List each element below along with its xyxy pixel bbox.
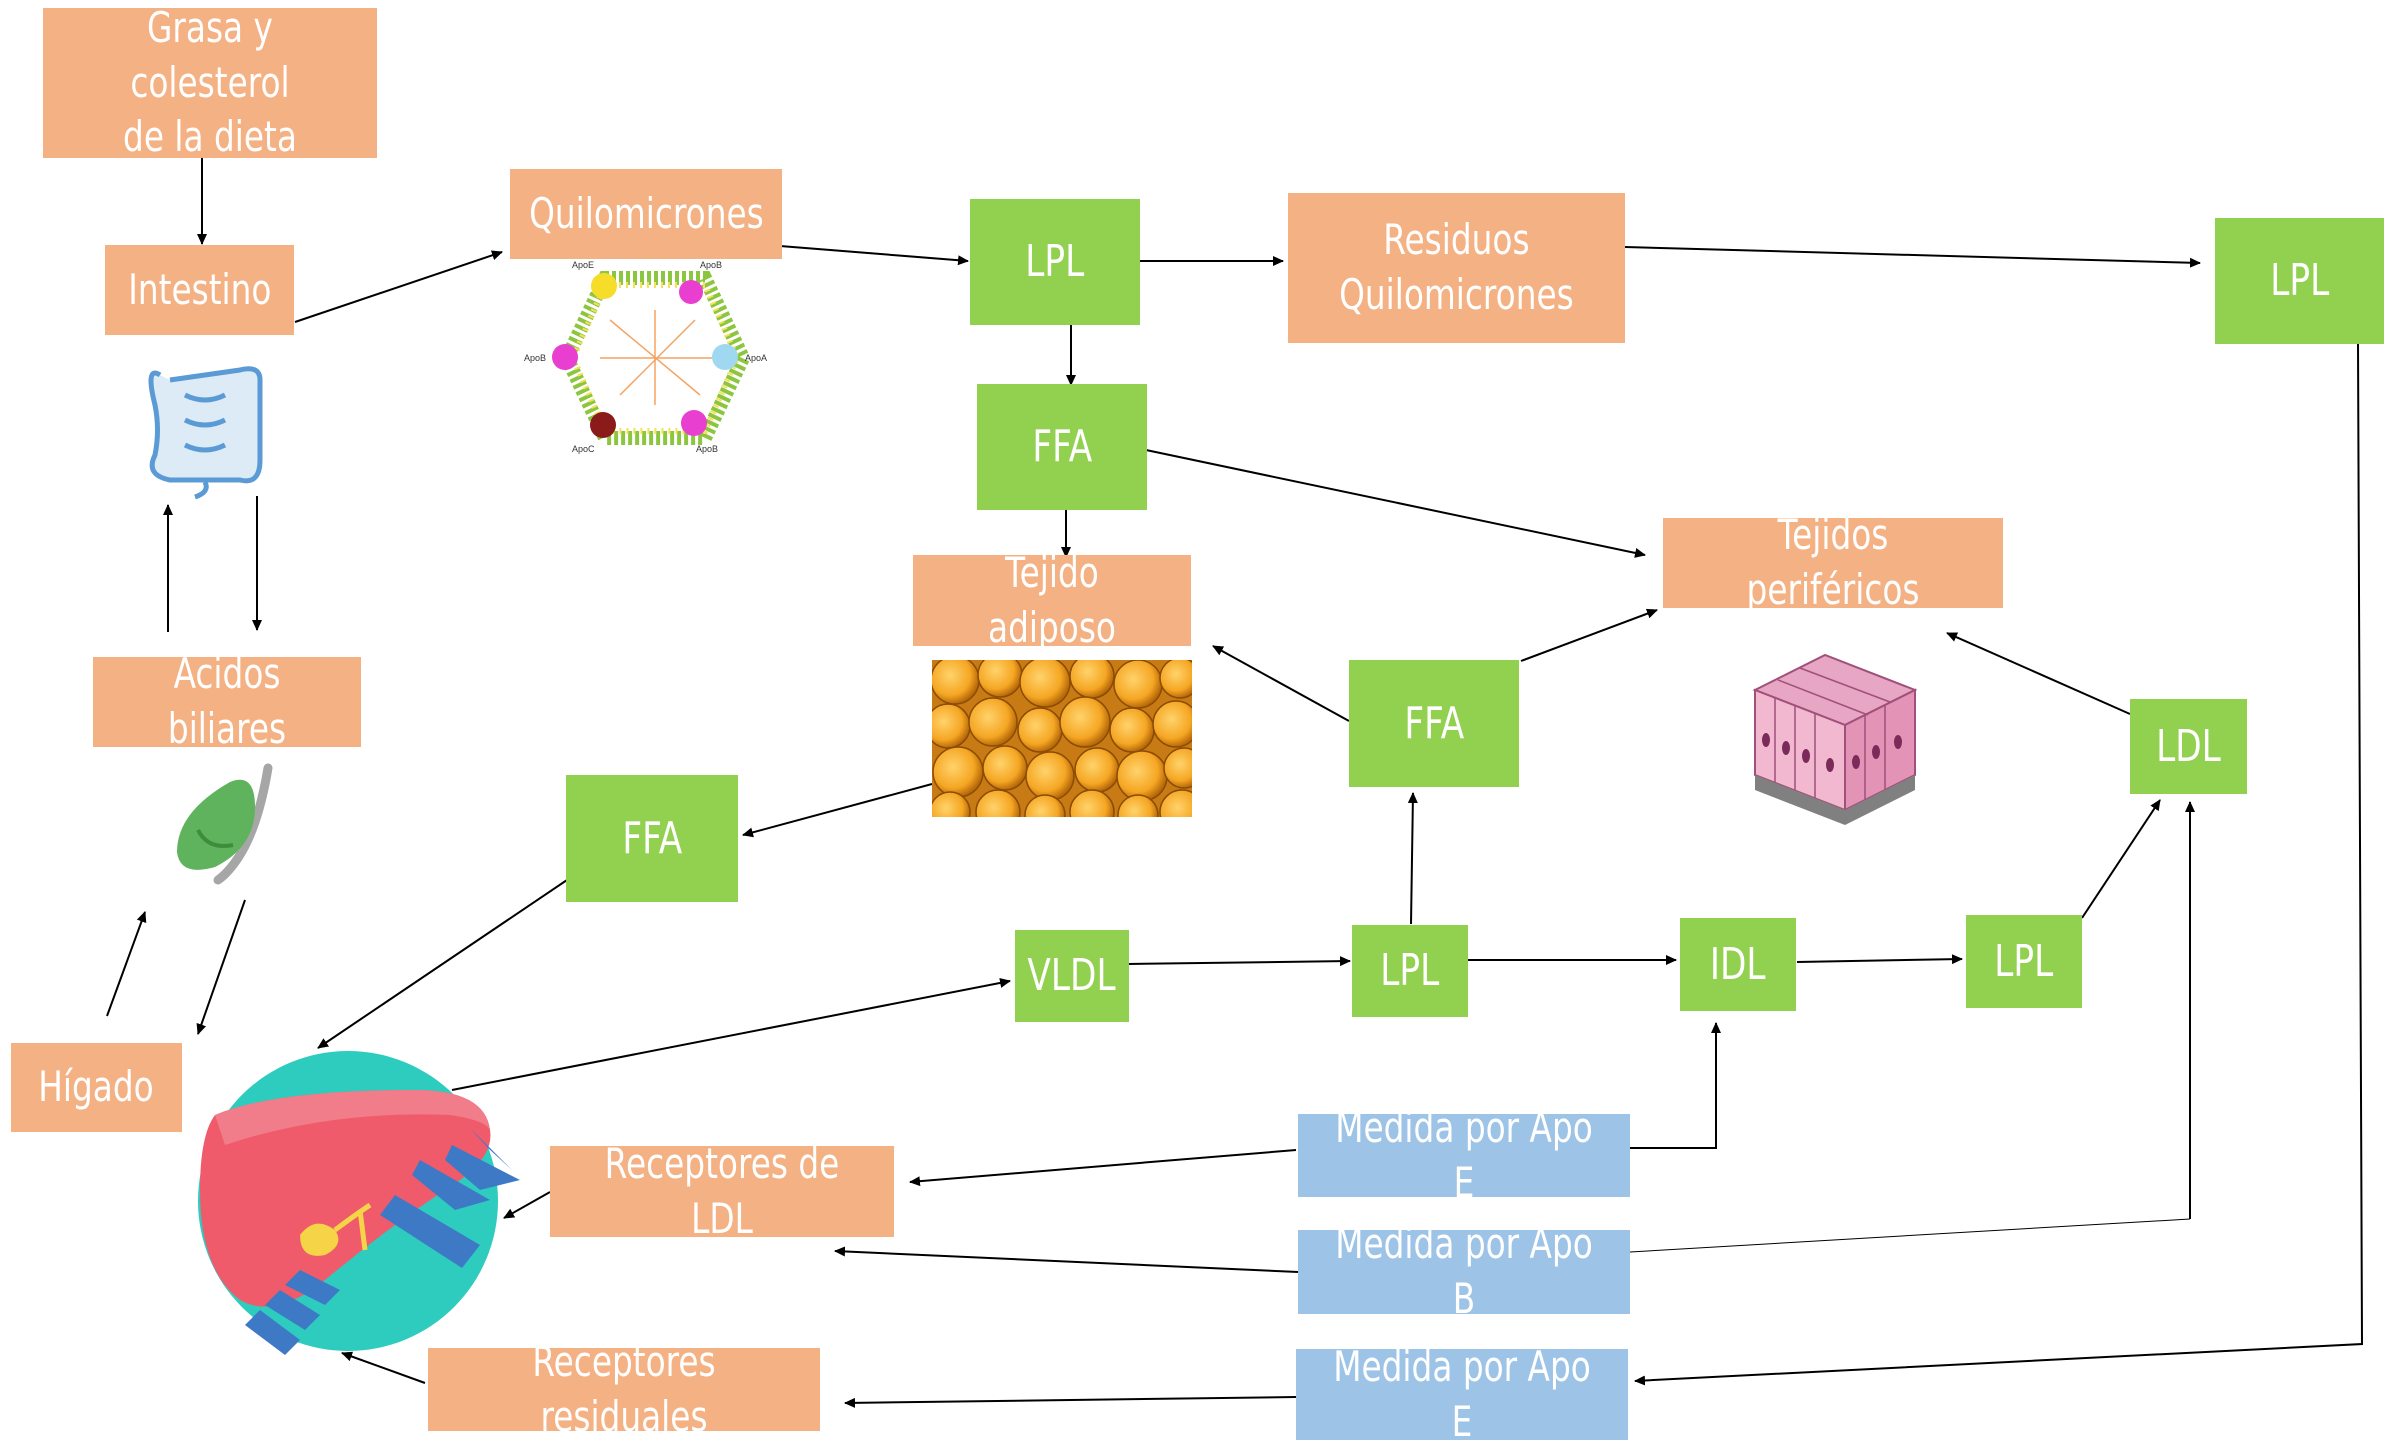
node-label: Receptores residuales <box>532 1336 716 1441</box>
arrow-intestino-quilomicrones <box>294 250 503 323</box>
node-lpl-1: LPL <box>970 199 1140 325</box>
node-label: LDL <box>2156 720 2221 772</box>
node-tejidos-perifericos: Tejidos periféricos <box>1663 510 2003 614</box>
liver-icon <box>198 1051 520 1355</box>
chylomicron-label: ApoB <box>524 353 546 363</box>
node-tejido-adiposo: Tejido adiposo <box>913 548 1191 652</box>
node-label: IDL <box>1710 938 1766 990</box>
arrow-higado-vldl <box>451 978 1011 1091</box>
node-receptores-residuales: Receptores residuales <box>428 1337 820 1441</box>
node-medida-apoe-1: Medida por Apo E <box>1298 1103 1630 1207</box>
node-ldl: LDL <box>2130 699 2247 794</box>
node-label: FFA <box>1404 697 1464 749</box>
node-acidos-biliares: Ácidos biliares <box>93 649 361 753</box>
intestine-icon <box>148 366 263 500</box>
arrow-ffa-higado <box>317 879 568 1049</box>
chylomicron-label: ApoB <box>696 444 718 454</box>
node-ffa-1: FFA <box>977 384 1147 510</box>
node-idl: IDL <box>1680 918 1796 1011</box>
arrow-quilomicrones-lpl <box>779 245 969 266</box>
node-lpl-4: LPL <box>1966 915 2082 1008</box>
node-ffa-2: FFA <box>566 775 738 902</box>
arrow-receptores-residuales-higado <box>341 1351 426 1384</box>
node-quilomicrones: Quilomicrones <box>510 169 782 259</box>
arrow-apob-ldl <box>1629 1218 2191 1253</box>
node-label: Receptores de LDL <box>604 1138 840 1243</box>
arrow-ffa-tejidos-perifericos <box>1145 449 1646 558</box>
node-label: LPL <box>1380 945 1440 997</box>
arrow-apoe-receptores-ldl <box>909 1149 1297 1187</box>
node-label: Grasa y colesterol de la dieta <box>123 3 297 162</box>
node-label: Ácidos biliares <box>167 649 287 753</box>
arrow-apoe-idl <box>1630 1022 1721 1149</box>
arrow-apoe-receptores-residuales <box>844 1396 1297 1408</box>
arrow-vldl-lpl3 <box>1127 956 1351 967</box>
node-label: Medida por Apo E <box>1333 1341 1591 1446</box>
arrow-idl-lpl4 <box>1796 954 1963 965</box>
arrow-higado-vesicula <box>106 911 147 1017</box>
node-medida-apob: Medida por Apo B <box>1298 1219 1630 1323</box>
node-ffa-3: FFA <box>1349 660 1519 787</box>
chylomicron-label: ApoE <box>572 260 594 270</box>
node-label: VLDL <box>1027 950 1117 1002</box>
arrow-ffa-tejido-adiposo-2 <box>1212 645 1350 722</box>
node-label: FFA <box>622 812 682 864</box>
arrow-residuos-lpl2 <box>1624 246 2201 268</box>
node-receptores-ldl: Receptores de LDL <box>550 1139 894 1243</box>
arrow-adiposo-ffa <box>742 783 933 838</box>
chylomicron-icon: ApoE ApoB ApoA ApoB ApoC ApoB <box>524 260 767 454</box>
arrow-lpl3-ffa <box>1407 792 1418 925</box>
arrow-vesicula-higado <box>196 899 246 1035</box>
node-medida-apoe-2: Medida por Apo E <box>1296 1342 1628 1446</box>
node-label: LPL <box>1994 935 2054 987</box>
adipose-tissue-image <box>932 660 1192 817</box>
node-label: Medida por Apo B <box>1335 1219 1593 1323</box>
node-label: Intestino <box>127 264 272 314</box>
arrow-lpl2-apoe <box>1634 341 2364 1386</box>
chylomicron-label: ApoA <box>745 353 767 363</box>
arrow-apob-receptores-ldl <box>834 1246 1299 1273</box>
node-label: Tejido adiposo <box>988 547 1116 652</box>
node-higado: Hígado <box>11 1043 182 1132</box>
node-label: Hígado <box>38 1062 155 1112</box>
node-grasa: Grasa y colesterol de la dieta <box>43 3 377 161</box>
node-intestino: Intestino <box>105 245 294 335</box>
chylomicron-label: ApoC <box>572 444 595 454</box>
gallbladder-icon <box>177 763 273 885</box>
arrow-ldl-tejidos-perifericos <box>1946 632 2131 715</box>
node-label: Medida por Apo E <box>1335 1102 1593 1207</box>
node-lpl-2: LPL <box>2215 218 2384 344</box>
node-vldl: VLDL <box>1015 930 1129 1022</box>
node-label: Residuos Quilomicrones <box>1339 215 1574 319</box>
node-label: Quilomicrones <box>528 188 764 238</box>
tissue-block-icon <box>1752 653 1918 825</box>
node-label: Tejidos periféricos <box>1746 510 1920 614</box>
node-residuos: Residuos Quilomicrones <box>1288 193 1625 343</box>
chylomicron-label: ApoB <box>700 260 722 270</box>
node-lpl-3: LPL <box>1352 925 1468 1017</box>
arrow-ffa-tejidos-perifericos-2 <box>1520 608 1658 662</box>
node-label: LPL <box>2270 255 2329 307</box>
arrow-receptores-ldl-higado <box>503 1191 551 1219</box>
arrow-lpl4-ldl <box>2081 799 2161 919</box>
node-label: LPL <box>1025 236 1085 288</box>
node-label: FFA <box>1032 421 1092 473</box>
